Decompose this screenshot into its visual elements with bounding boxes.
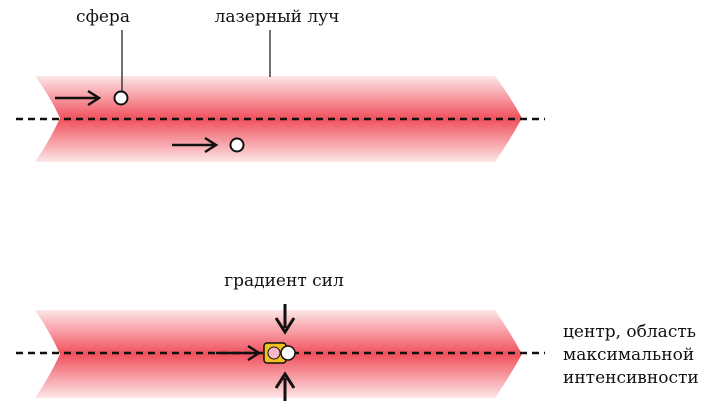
trapped-sphere-icon <box>263 342 296 364</box>
sphere-marker <box>113 90 129 106</box>
center-label-line3: интенсивности <box>563 368 699 388</box>
bottom-beam-group: градиент сил центр, область максимальной… <box>16 271 699 401</box>
laser-beam-top <box>35 76 522 162</box>
force-arrow-up-icon <box>274 371 296 401</box>
arrow-head <box>204 136 219 154</box>
sphere-label: сфера <box>76 7 130 27</box>
sphere-marker <box>229 137 245 153</box>
top-beam-group: сфера лазерный луч <box>16 7 545 162</box>
force-gradient-label: градиент сил <box>224 271 344 291</box>
arrow-head <box>87 89 102 107</box>
laser-beam-label: лазерный луч <box>215 7 340 27</box>
arrow-head <box>247 344 262 362</box>
center-label-line1: центр, область <box>563 322 696 342</box>
center-label-line2: максимальной <box>563 345 694 365</box>
force-arrow-down-icon <box>274 304 296 335</box>
